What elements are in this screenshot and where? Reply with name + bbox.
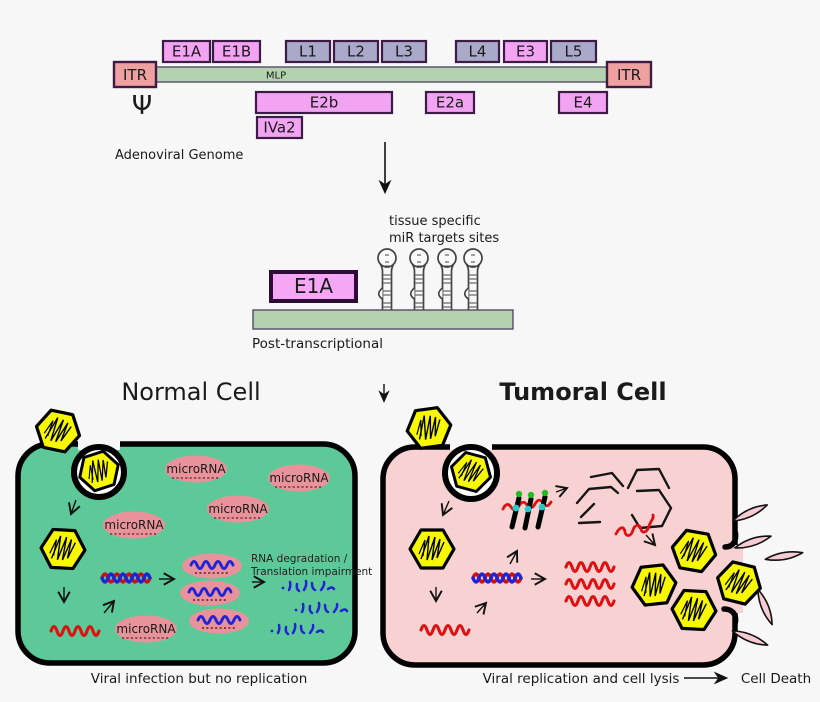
mir-hairpin-3 (437, 248, 457, 312)
gene-label-l4: L4 (469, 43, 487, 61)
gene-label-e1a: E1A (172, 43, 202, 61)
regulation-section: tissue specific miR targets sites E1A Po… (252, 214, 514, 352)
cell-death-label: Cell Death (741, 671, 811, 687)
mlp-label: MLP (266, 71, 286, 82)
genome-bar (113, 66, 652, 83)
ribosome-cap-1 (515, 490, 523, 498)
gene-label-l2: L2 (347, 43, 365, 61)
gene-label-e2a: E2a (436, 94, 464, 112)
degradation-note-line2: Translation impairment (250, 566, 372, 578)
replication-duplex (471, 572, 523, 584)
risc-complex-3 (187, 607, 251, 635)
arrow-to-assembly (555, 485, 569, 498)
bottom-gene-row: E2b E2a E4 IVa2 (254, 90, 609, 140)
gene-label-l3: L3 (395, 43, 413, 61)
genome-section-label: Adenoviral Genome (115, 148, 243, 163)
arrow-uncoating-tumoral (440, 500, 453, 517)
microrna-label-4: microRNA (104, 518, 164, 532)
ribosome-cap-2 (527, 491, 535, 499)
virus-hexagon-outside-tumoral (402, 404, 456, 452)
mir-annotation-line1: tissue specific (389, 214, 481, 229)
regulation-section-label: Post-transcriptional (252, 336, 383, 352)
arrow-uncoating (68, 499, 81, 516)
microrna-label-1: microRNA (166, 462, 226, 476)
gene-box-e1a (161, 39, 212, 64)
mir-annotation-line2: miR targets sites (389, 231, 499, 246)
gene-label-l1: L1 (299, 43, 317, 61)
cell-debris-2 (733, 531, 773, 553)
microrna-label-2: microRNA (269, 471, 329, 485)
arrow-to-translation (506, 549, 519, 565)
rna-packaging (614, 513, 655, 537)
gene-label-e1b: E1B (222, 43, 251, 61)
itr-left-box (112, 60, 158, 89)
gene-label-e4: E4 (573, 94, 592, 112)
gene-label-e3: E3 (516, 43, 535, 61)
tumoral-cell: Tumoral Cell (380, 378, 811, 687)
microrna-label-3: microRNA (208, 502, 268, 516)
ribosome-subunit-1 (512, 504, 520, 512)
gene-box-e2b (254, 90, 394, 115)
risc-complex-1 (180, 552, 244, 580)
virus-hexagon-cytoplasm-tumoral (408, 528, 456, 570)
ribosome-subunit-3 (538, 503, 546, 511)
gene-box-e3 (502, 39, 549, 64)
microrna-pool: microRNA microRNA microRNA microRNA micr… (102, 454, 331, 644)
top-gene-row: E1A E1B L1 L2 L3 L4 E3 L5 (161, 39, 598, 64)
gene-box-l1 (284, 39, 332, 64)
tumoral-cell-caption: Viral replication and cell lysis (483, 671, 680, 687)
gene-box-l5 (549, 39, 598, 64)
itr-right-label: ITR (617, 66, 641, 84)
normal-cell-title: Normal Cell (121, 378, 260, 406)
genome-section: MLP ITR ITR E1A E1B L1 L2 L3 L4 E3 L5 E2… (112, 39, 653, 163)
cell-debris-4 (753, 587, 777, 627)
mir-hairpin-4 (463, 248, 483, 312)
rupture-curl-top (722, 530, 739, 550)
itr-left-label: ITR (123, 66, 147, 84)
normal-cell: Normal Cell RNA degradation / Translatio… (15, 378, 372, 687)
transcript-bar (252, 309, 514, 330)
gene-box-e4 (557, 90, 609, 115)
mirna-mrna-duplex (100, 572, 152, 584)
e1a-regulated-label: E1A (294, 274, 333, 298)
cell-debris-3 (763, 548, 805, 564)
risc-complex-2 (178, 579, 242, 607)
ribosome-translation (501, 489, 553, 531)
gene-label-iva2: IVa2 (263, 119, 295, 137)
gene-box-iva2 (255, 115, 304, 140)
mir-hairpin-2 (409, 248, 429, 312)
gene-box-e1b (211, 39, 262, 64)
gene-label-l5: L5 (565, 43, 583, 61)
arrow-rna-to-duplex (102, 599, 116, 614)
itr-right-box (605, 60, 653, 89)
rupture-curl-bottom (721, 606, 739, 625)
normal-cell-caption: Viral infection but no replication (91, 671, 308, 687)
e1a-regulated-box (269, 270, 358, 303)
gene-box-l4 (454, 39, 501, 64)
ribosome-cap-3 (541, 489, 549, 497)
arrow-to-virions (643, 533, 657, 547)
gene-label-e2b: E2b (310, 94, 339, 112)
mir-hairpin-1 (377, 248, 397, 312)
capsid-assembly (575, 467, 673, 537)
psi-packaging-symbol: Ψ (132, 91, 152, 121)
gene-box-l2 (332, 39, 380, 64)
tumoral-cell-title: Tumoral Cell (499, 378, 666, 406)
ribosome-subunit-2 (524, 505, 532, 513)
gene-box-l3 (380, 39, 428, 64)
gene-box-e2a (424, 90, 476, 115)
microrna-label-5: microRNA (116, 622, 176, 636)
degradation-note-line1: RNA degradation / (251, 553, 348, 565)
arrow-rna-to-replication (474, 601, 488, 615)
